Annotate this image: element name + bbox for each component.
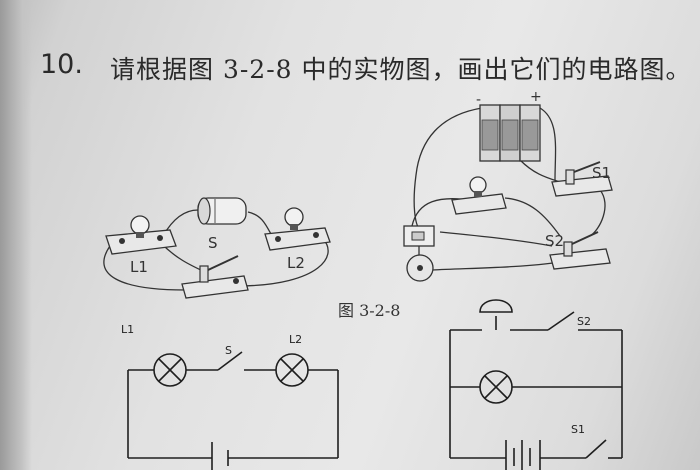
answer-label-s2: S2 [577, 315, 591, 328]
label-l1-physical: L1 [130, 258, 148, 276]
question-text: 请根据图 3-2-8 中的实物图，画出它们的电路图。 [110, 55, 692, 84]
label-s1-physical: S1 [592, 164, 611, 182]
bell-physical [403, 225, 435, 282]
label-l2-physical: L2 [287, 254, 305, 272]
question-number: 10. [40, 49, 83, 80]
lamp-l1-physical [105, 215, 177, 255]
figure-caption: 图 3-2-8 [338, 301, 401, 320]
lamp-l2-physical [264, 207, 331, 251]
lamp-right-physical [451, 176, 507, 215]
answer-label-l1: L1 [121, 323, 134, 336]
answer-lamp-right [479, 370, 513, 404]
label-s-physical: S [208, 234, 218, 252]
answer-label-l2: L2 [289, 333, 302, 346]
answer-lamp-l2 [275, 353, 309, 387]
label-minus: - [476, 92, 481, 108]
answer-bell [479, 299, 513, 313]
label-plus: + [530, 89, 542, 105]
switch-s-physical [181, 255, 249, 299]
switch-s1-physical [551, 161, 613, 197]
answer-label-s1: S1 [571, 423, 585, 436]
label-s2-physical: S2 [545, 232, 564, 250]
answer-left-circuit [127, 351, 339, 470]
battery-pack-physical [479, 104, 541, 162]
answer-right-circuit [449, 311, 623, 470]
page-shadow [0, 0, 32, 470]
switch-s2-physical [549, 231, 611, 270]
battery-physical [197, 197, 247, 225]
answer-label-s: S [225, 344, 232, 357]
answer-lamp-l1 [153, 353, 187, 387]
